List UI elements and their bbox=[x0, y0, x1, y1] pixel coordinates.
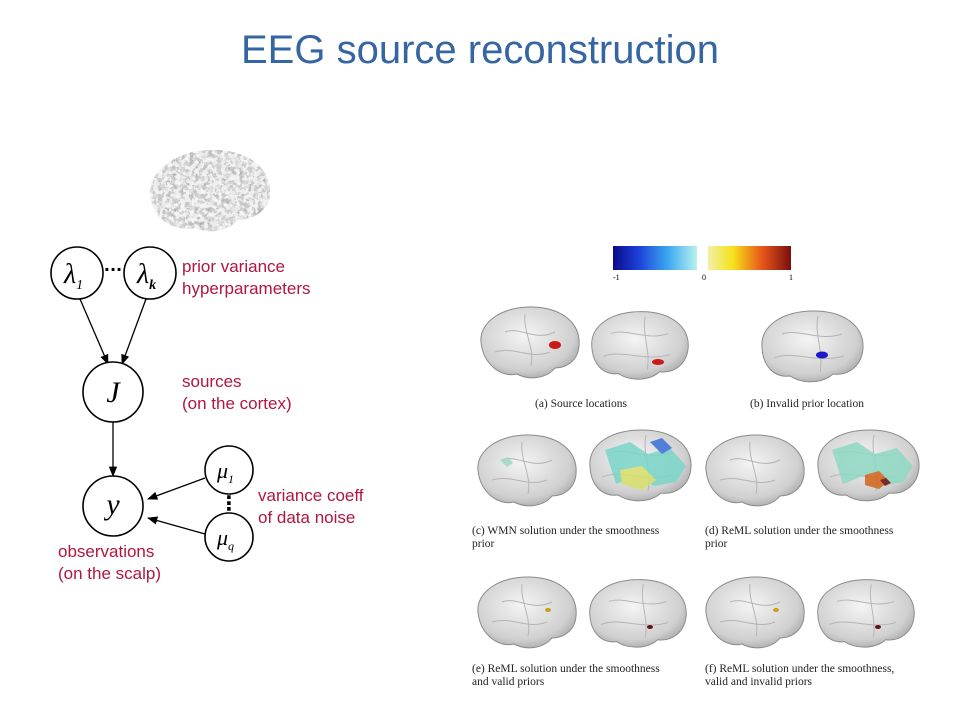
caption-d: (d) ReML solution under the smoothness p… bbox=[705, 525, 893, 551]
label-prior-line2: hyperparameters bbox=[182, 279, 311, 298]
caption-e: (e) ReML solution under the smoothness a… bbox=[472, 663, 660, 689]
cortex-panels bbox=[477, 306, 920, 649]
node-J bbox=[82, 361, 144, 423]
node-mu-q bbox=[204, 512, 254, 562]
colorbar-min: -1 bbox=[613, 273, 620, 282]
cortex-c-left bbox=[477, 434, 577, 507]
label-prior-variance: prior variance hyperparameters bbox=[182, 256, 311, 300]
caption-a: (a) Source locations bbox=[535, 398, 627, 410]
colorbar-mid: 0 bbox=[702, 273, 706, 282]
source-marker-e-right bbox=[647, 625, 653, 629]
source-marker-a-left bbox=[549, 341, 561, 349]
colorbar-max: 1 bbox=[789, 273, 793, 282]
caption-c-line1: (c) WMN solution under the smoothness bbox=[472, 525, 660, 537]
node-J-symbol: J bbox=[106, 376, 121, 409]
node-y bbox=[82, 475, 144, 537]
caption-c: (c) WMN solution under the smoothness pr… bbox=[472, 525, 659, 551]
label-sources: sources (on the cortex) bbox=[182, 371, 292, 415]
reml-activity-d bbox=[832, 442, 913, 489]
invalid-prior-marker-b bbox=[816, 351, 828, 359]
ellipsis-horizontal: ··· bbox=[104, 260, 122, 279]
label-noise-line1: variance coeff bbox=[258, 486, 364, 505]
cortex-e-right bbox=[589, 579, 687, 648]
cortex-f-left bbox=[705, 576, 805, 649]
node-lambda-k-symbol: λk bbox=[136, 259, 156, 293]
edge-lambdak-J bbox=[121, 298, 147, 365]
ellipsis-vertical: ⋮ bbox=[219, 491, 239, 515]
colorbar: -1 0 1 bbox=[613, 246, 793, 282]
label-sources-line1: sources bbox=[182, 372, 242, 391]
edge-mu1-y bbox=[147, 477, 206, 500]
node-mu-1 bbox=[204, 445, 254, 495]
label-obs-line1: observations bbox=[58, 542, 155, 561]
node-lambda-1-symbol: λ1 bbox=[63, 259, 83, 293]
node-y-symbol: y bbox=[103, 488, 120, 521]
caption-c-line2: prior bbox=[472, 538, 495, 550]
label-noise: variance coeff of data noise bbox=[258, 485, 364, 529]
slide-title: EEG source reconstruction bbox=[241, 28, 719, 72]
caption-e-line2: and valid priors bbox=[472, 676, 545, 688]
cortex-a-left bbox=[480, 306, 580, 379]
caption-b: (b) Invalid prior location bbox=[750, 398, 865, 410]
caption-f: (f) ReML solution under the smoothness, … bbox=[705, 663, 894, 689]
node-lambda-k bbox=[123, 246, 177, 300]
caption-d-line1: (d) ReML solution under the smoothness bbox=[705, 525, 894, 537]
node-lambda-1 bbox=[50, 246, 104, 300]
source-marker-e-left bbox=[545, 608, 551, 612]
caption-f-line2: valid and invalid priors bbox=[705, 676, 812, 688]
label-observations: observations (on the scalp) bbox=[58, 541, 161, 585]
label-obs-line2: (on the scalp) bbox=[58, 564, 161, 583]
caption-e-line1: (e) ReML solution under the smoothness bbox=[472, 663, 660, 675]
source-marker-f-right bbox=[875, 625, 881, 629]
caption-d-line2: prior bbox=[705, 538, 728, 550]
wmn-activity-c bbox=[500, 438, 686, 490]
label-prior-line1: prior variance bbox=[182, 257, 285, 276]
caption-f-line1: (f) ReML solution under the smoothness, bbox=[705, 663, 895, 675]
cortex-d-left bbox=[705, 434, 805, 507]
source-marker-f-left bbox=[773, 608, 779, 612]
source-marker-a-right bbox=[652, 359, 664, 365]
cortex-e-left bbox=[477, 576, 577, 649]
node-mu-1-symbol: μ1 bbox=[216, 458, 234, 486]
cortex-a-right bbox=[591, 311, 689, 380]
edge-lambda1-J bbox=[79, 298, 109, 365]
cortex-f-right bbox=[817, 579, 915, 648]
edge-muq-y bbox=[146, 516, 206, 535]
brain-image bbox=[149, 149, 271, 232]
node-mu-q-symbol: μq bbox=[216, 525, 234, 553]
label-noise-line2: of data noise bbox=[258, 508, 356, 527]
cortex-b bbox=[761, 310, 864, 383]
label-sources-line2: (on the cortex) bbox=[182, 394, 292, 413]
